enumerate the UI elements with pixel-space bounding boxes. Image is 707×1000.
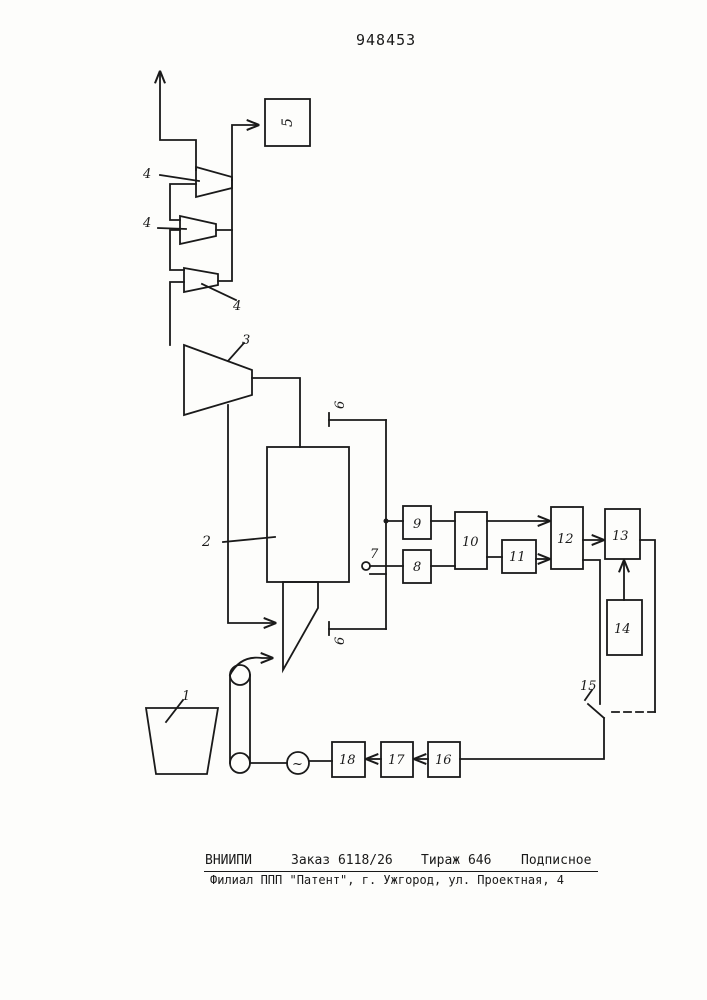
label-7: 7 [370, 547, 379, 562]
line-to-5 [232, 125, 258, 180]
sensor-6-top: 6 [329, 401, 386, 426]
label-14: 14 [614, 622, 631, 637]
label-16: 16 [435, 753, 452, 768]
unit-2: 2 [201, 447, 349, 670]
imprint-branch: Филиал ППП "Патент", г. Ужгород, ул. Про… [210, 873, 564, 887]
bin-5: 5 [265, 99, 310, 146]
label-6b: 6 [333, 637, 348, 645]
label-15: 15 [580, 679, 597, 694]
label-4b: 4 [142, 216, 151, 231]
label-8: 8 [413, 560, 421, 575]
imprint-subscription: Подписное [521, 853, 591, 868]
label-6a: 6 [333, 401, 348, 409]
label-2: 2 [201, 534, 211, 550]
label-3: 3 [242, 333, 250, 348]
label-17: 17 [388, 753, 405, 768]
label-1: 1 [182, 689, 190, 704]
block-10: 10 [455, 512, 487, 569]
label-4c: 4 [232, 299, 241, 314]
imprint-order: Заказ 6118/26 [291, 853, 393, 868]
line-4-mid-to-top [170, 184, 196, 220]
label-11: 11 [509, 550, 526, 565]
separator-3: 3 [184, 333, 252, 415]
cyclone-4-top: 4 [142, 167, 232, 197]
label-4a: 4 [142, 167, 151, 182]
block-11: 11 [502, 540, 536, 573]
label-13: 13 [612, 529, 629, 544]
label-12: 12 [557, 532, 574, 547]
sensor-6-bottom: 6 [329, 622, 386, 645]
svg-text:~: ~ [292, 757, 303, 772]
line-3-to-4 [170, 282, 184, 345]
output-up [160, 72, 196, 170]
imprint-rule [204, 871, 598, 872]
block-8: 8 [403, 550, 431, 583]
line-3-to-2 [252, 378, 300, 447]
drive-motor: ~ [250, 752, 309, 774]
hopper-1: 1 [146, 689, 218, 774]
label-9: 9 [413, 517, 421, 532]
line-4-low-to-mid [170, 230, 184, 270]
block-9: 9 [403, 506, 431, 539]
label-10: 10 [462, 535, 479, 550]
block-17: 17 [381, 742, 413, 777]
line-switch-16 [460, 718, 604, 759]
block-12: 12 [551, 507, 583, 569]
label-5: 5 [280, 118, 296, 127]
block-18: 18 [332, 742, 365, 777]
block-13: 13 [605, 509, 640, 559]
imprint-print-run: Тираж 646 [421, 853, 491, 868]
block-16: 16 [428, 742, 460, 777]
block-14: 14 [607, 600, 642, 655]
line-3-return [228, 405, 275, 623]
microphone-7: 7 [362, 547, 403, 574]
belt-conveyor [230, 658, 272, 773]
label-18: 18 [339, 753, 356, 768]
imprint-org: ВНИИПИ [205, 853, 252, 868]
